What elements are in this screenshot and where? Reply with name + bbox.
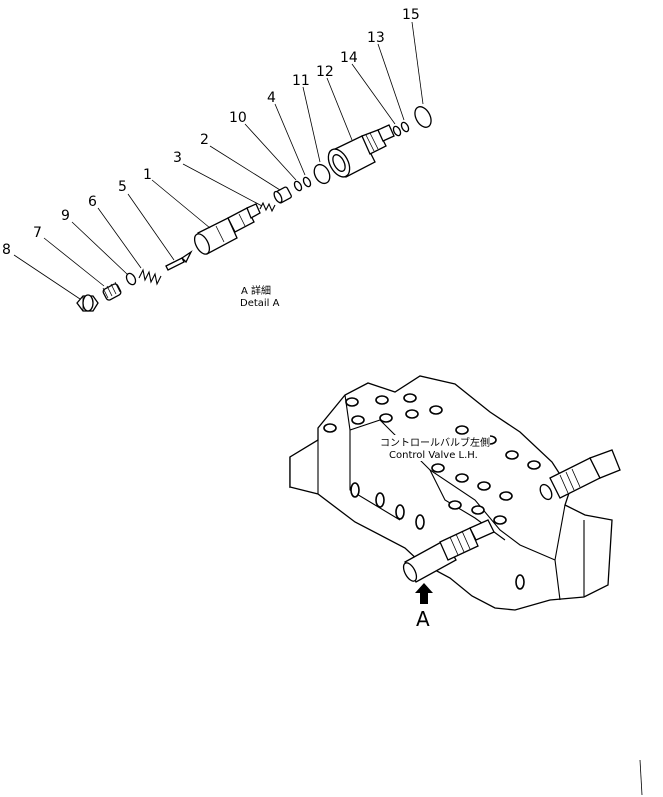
detail-caption-english: Detail A	[240, 298, 280, 309]
part-label-15: 15	[402, 7, 420, 23]
part-label-4: 4	[267, 90, 276, 106]
part-label-10: 10	[229, 110, 247, 126]
part-9-o-ring	[125, 272, 137, 286]
part-11-o-ring	[313, 163, 331, 185]
part-label-12: 12	[316, 64, 334, 80]
part-6-spring	[138, 268, 162, 286]
page-edge-mark	[639, 759, 643, 796]
part-10-o-ring	[293, 180, 303, 192]
part-5-poppet	[165, 250, 193, 271]
part-label-5: 5	[118, 179, 127, 195]
control-valve-label: コントロールバルブ左側 Control Valve L.H.	[378, 435, 490, 461]
view-arrow-up-icon	[415, 583, 433, 604]
part-label-3: 3	[173, 150, 182, 166]
part-label-9: 9	[61, 208, 70, 224]
part-15-o-ring	[414, 106, 432, 128]
valve-side-holes	[350, 482, 525, 590]
part-8-nut	[76, 294, 99, 312]
part-14-o-ring	[392, 125, 402, 137]
installed-relief-valve-front	[402, 519, 495, 583]
part-label-7: 7	[33, 225, 42, 241]
part-3-spool	[259, 201, 276, 213]
control-valve-label-japanese: コントロールバルブ左側	[380, 436, 490, 449]
part-7-plug	[102, 281, 122, 301]
control-valve-label-english: Control Valve L.H.	[389, 450, 478, 461]
part-label-14: 14	[340, 50, 358, 66]
part-13-o-ring	[400, 121, 410, 133]
part-label-11: 11	[292, 73, 310, 89]
exploded-view	[76, 106, 432, 312]
part-label-1: 1	[143, 167, 152, 183]
detail-caption-japanese: A 詳細	[241, 284, 271, 297]
detail-caption: A 詳細 Detail A	[240, 284, 280, 309]
part-number-labels: 1 2 3 4 5 6 7 8 9 10 11 12 13 14 15	[2, 7, 420, 258]
control-valve-body	[289, 375, 621, 611]
valve-bolt-holes	[323, 393, 541, 525]
part-label-6: 6	[88, 194, 97, 210]
view-arrow: A	[415, 583, 433, 631]
leader-lines	[13, 21, 424, 300]
part-12-sleeve	[327, 124, 395, 178]
part-2-piston	[273, 186, 292, 204]
view-arrow-label: A	[416, 607, 430, 631]
part-label-8: 8	[2, 242, 11, 258]
part-1-valve-body	[193, 203, 261, 255]
part-label-2: 2	[200, 132, 209, 148]
installed-relief-valve-right	[539, 449, 621, 501]
part-4-o-ring	[302, 176, 312, 188]
part-label-13: 13	[367, 30, 385, 46]
